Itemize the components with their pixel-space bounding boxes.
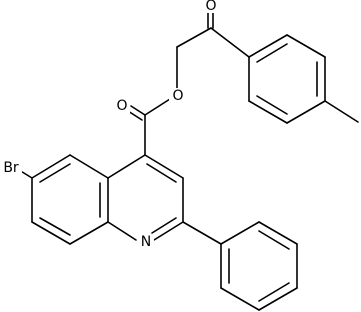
bond-tolyl-1 [248,34,288,58]
bond-q-c4-c3 [144,154,184,179]
bond-ketone-aryl [210,27,250,58]
bond-ester-co-2 [127,110,143,121]
bond-ph-2 [258,221,298,245]
bond-tolyl-4 [286,100,326,124]
bond-ph-1 [220,221,260,245]
label-ester-carbonyl-oxygen: O [116,98,127,114]
label-ketone-oxygen: O [205,0,216,14]
bond-c2-phenyl [182,221,222,245]
bond-ph-4 [258,287,298,311]
bond-tolyl-5 [248,100,288,124]
bond-b-inner-3 [39,217,71,236]
bond-q-c4a-c4 [107,154,146,179]
bonds [18,6,359,311]
label-bromine: Br [3,160,19,176]
bond-tolyl-inner-1 [256,43,288,63]
bond-q-inner-c2n [151,217,177,234]
bond-tolyl-inner-3 [256,95,288,115]
label-ester-oxygen: O [172,88,183,104]
bond-b-c8-c8a [69,221,109,245]
bond-ketone-ch2 [176,27,212,48]
bond-methyl [324,100,359,123]
bond-o-ester-c [144,98,171,116]
bond-q-c2-n [153,221,184,241]
bond-ester-co-1 [130,105,146,116]
bond-ph-inner-2 [258,282,290,302]
bond-b-inner-2 [39,163,71,183]
bond-b-c4a-c5 [69,154,109,179]
atom-labels: O O O N Br [0,0,219,250]
bond-q-n-c8a [107,221,137,241]
label-ring-nitrogen: N [141,234,151,250]
bond-ph-inner-1 [258,230,290,250]
bond-q-inner-c4c3 [146,163,177,183]
bond-b-c7-c8 [31,221,71,245]
bond-tolyl-2 [286,34,326,58]
bond-b-c5-c6 [31,154,71,179]
bond-ph-5 [220,287,260,311]
